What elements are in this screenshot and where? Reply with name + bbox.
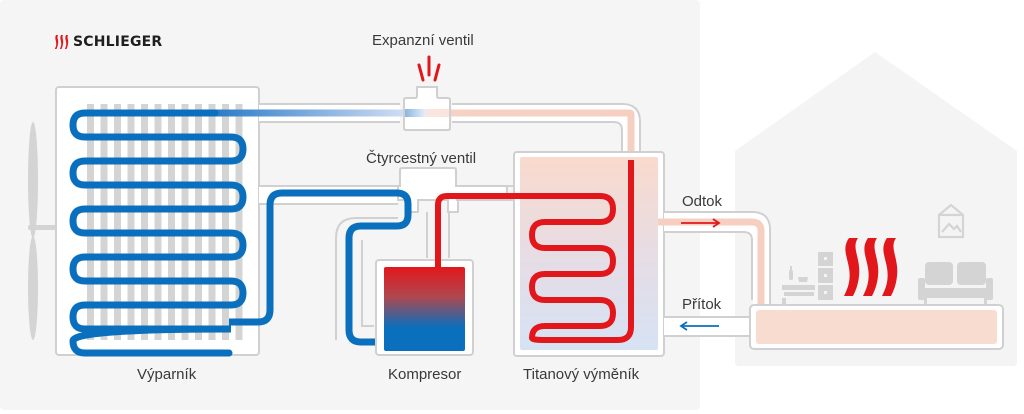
- heat-waves-icon: [54, 35, 69, 49]
- suction-pipe: [229, 189, 412, 346]
- outflow-pipe: [658, 218, 765, 315]
- label-four-way-valve: Čtyrcestný ventil: [366, 150, 477, 167]
- label-heat-exchanger: Titanový výměník: [523, 366, 640, 383]
- inflow-casing: [664, 316, 760, 337]
- sofa-icon: [918, 262, 993, 304]
- evaporator-fin: [168, 104, 175, 340]
- evaporator-fin: [181, 104, 189, 340]
- evaporator-fin: [195, 104, 202, 340]
- side-table-icon: [782, 266, 815, 305]
- evaporator-fin: [154, 104, 162, 340]
- condenser-coil: [435, 160, 634, 343]
- evaporator-fin: [208, 104, 216, 340]
- label-compressor: Kompresor: [388, 366, 462, 383]
- label-outflow: Odtok: [682, 193, 723, 210]
- label-expansion-valve: Expanzní ventil: [372, 32, 474, 49]
- liquid-line-casing: [259, 103, 641, 152]
- brand-logo: SCHLIEGER: [54, 34, 162, 50]
- cabinet-icon: [818, 252, 833, 300]
- evaporator-fin: [114, 104, 121, 340]
- evaporator-fin: [235, 104, 243, 340]
- evaporator-fin: [222, 104, 229, 340]
- floor-heating: [756, 310, 997, 344]
- arrow-right-icon: [681, 218, 721, 228]
- evaporator-coil: [69, 109, 247, 357]
- fan-icon: [28, 122, 58, 340]
- compressor: [384, 267, 465, 351]
- label-inflow: Přítok: [682, 296, 722, 313]
- expansion-burst-icon: [417, 55, 441, 82]
- heat-waves-icon: [844, 238, 898, 296]
- evaporator-fins: [87, 104, 243, 340]
- liquid-line-pipe: [215, 109, 635, 160]
- heat-exchanger-water: [520, 157, 658, 350]
- arrow-left-icon: [679, 321, 719, 331]
- evaporator-fin: [87, 104, 94, 340]
- picture-frame-icon: [937, 203, 965, 239]
- expansion-valve: [403, 86, 451, 131]
- evaporator-fin: [141, 104, 148, 340]
- brand-name: SCHLIEGER: [73, 34, 163, 50]
- outflow-casing: [664, 211, 771, 312]
- evaporator-fin: [100, 104, 108, 340]
- evaporator-fin: [127, 104, 135, 340]
- label-evaporator: Výparník: [137, 366, 197, 383]
